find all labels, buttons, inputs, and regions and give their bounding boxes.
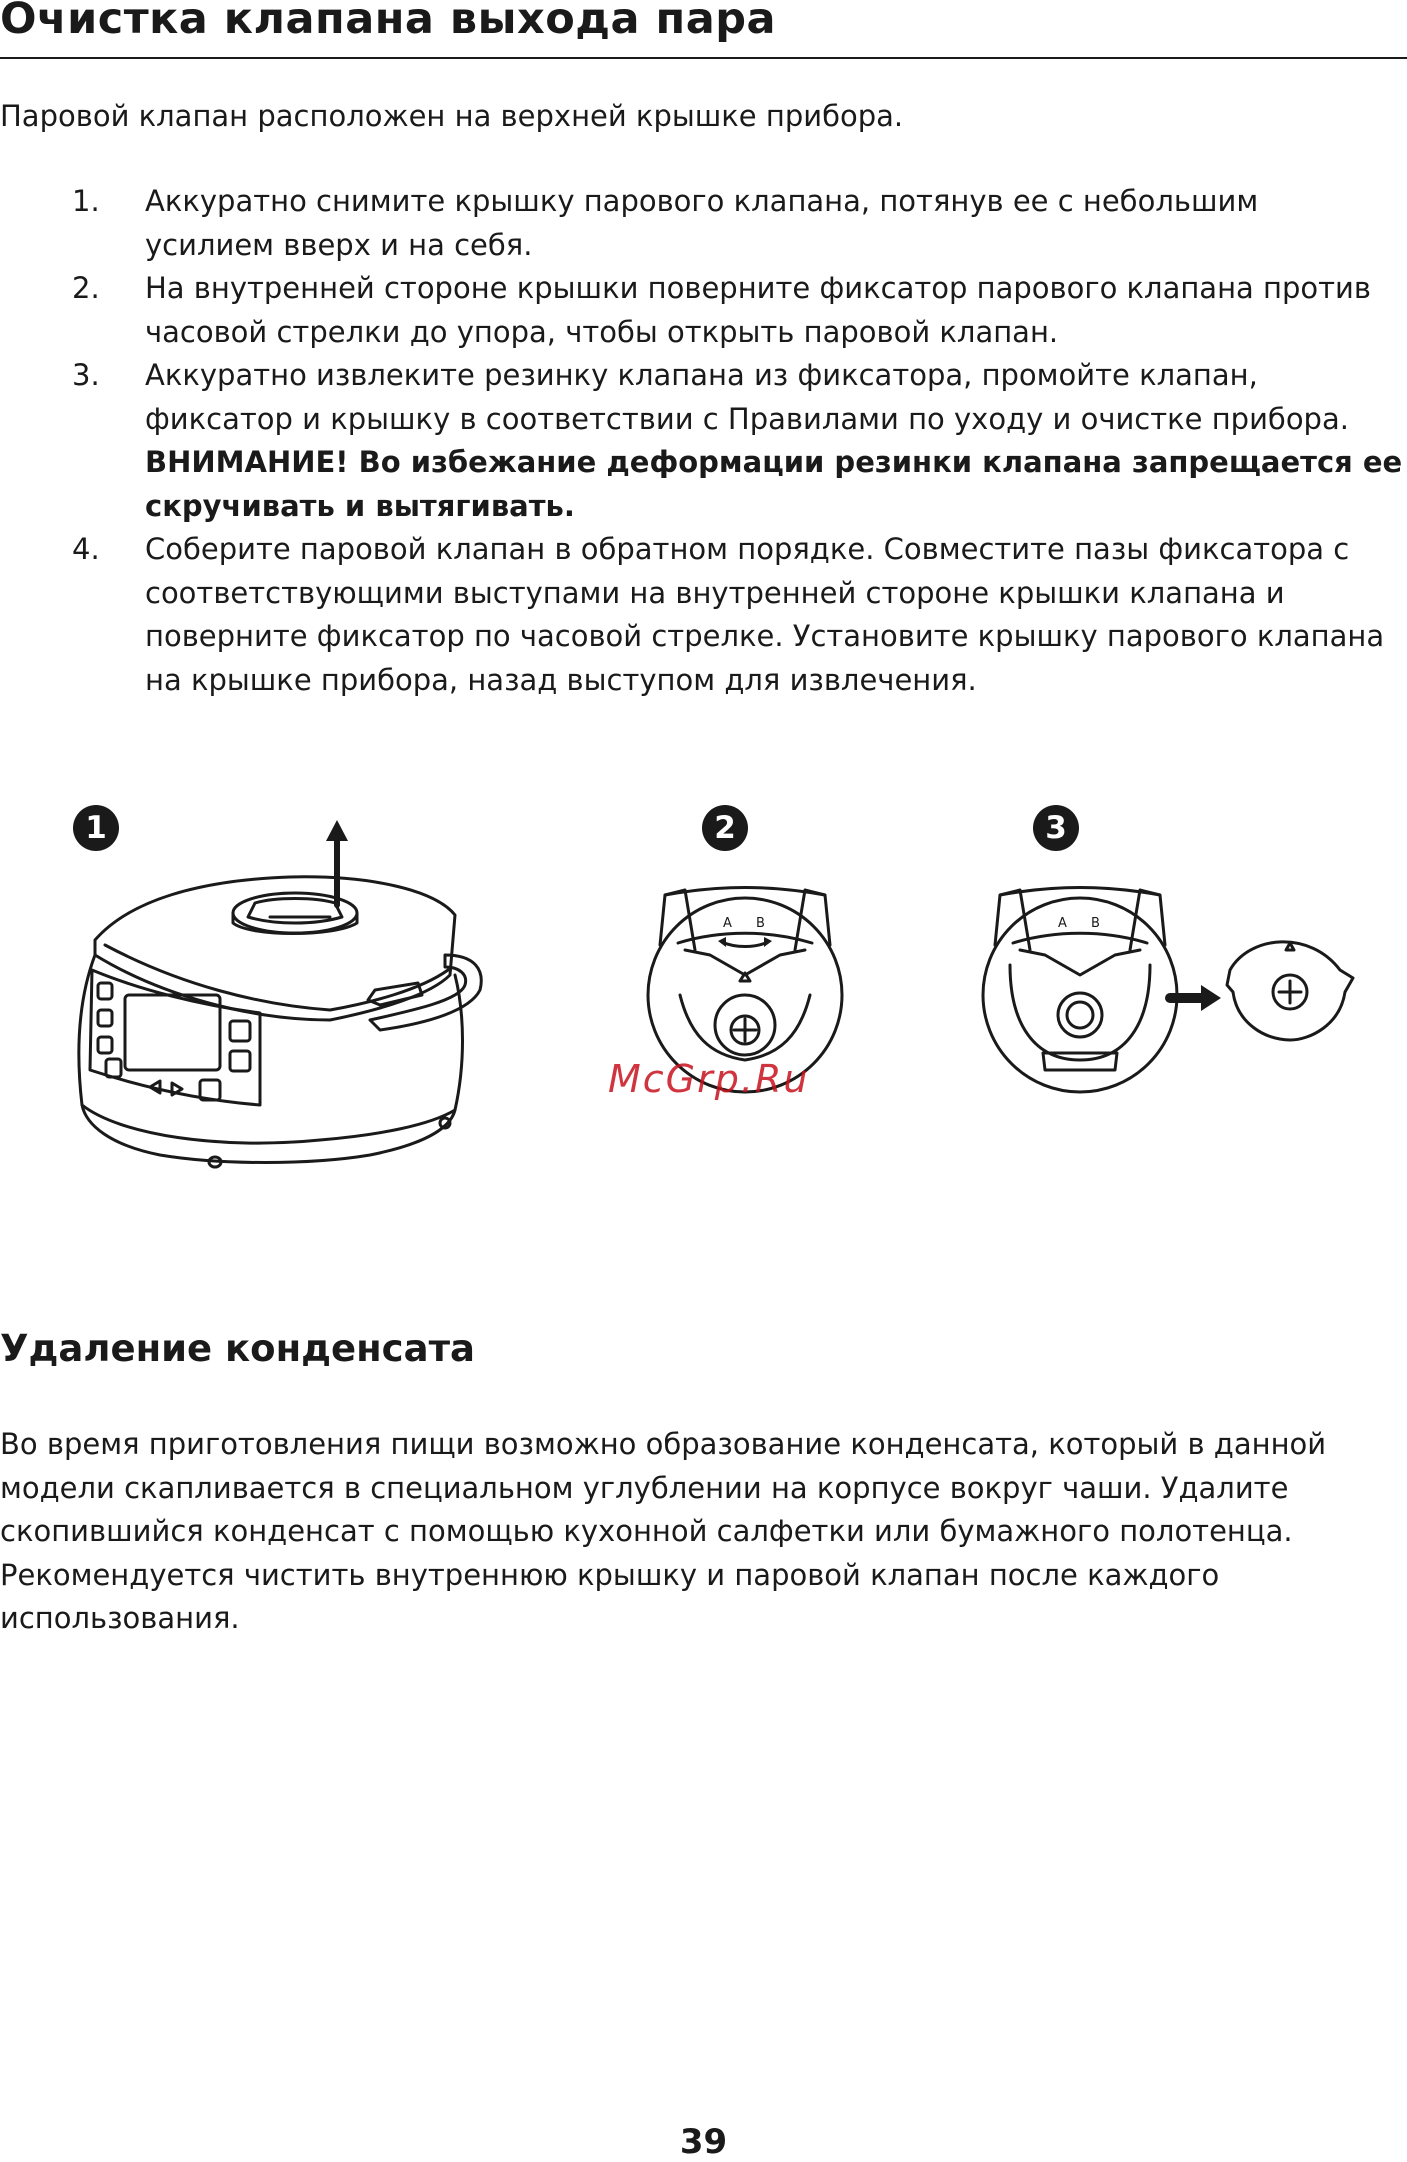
valve-cover-gasket-removal-illustration-icon: A B	[981, 886, 1355, 1094]
page-title: Очистка клапана выхода пара	[0, 0, 777, 44]
paragraph-line: Во время приготовления пищи возможно обр…	[0, 1427, 1327, 1461]
warning-text-line: скручивать и вытягивать.	[145, 488, 575, 523]
section-heading: Удаление конденсата	[0, 1327, 475, 1370]
svg-text:B: B	[756, 916, 765, 931]
step-text-line: Аккуратно снимите крышку парового клапан…	[145, 184, 1259, 218]
step-text-line: часовой стрелки до упора, чтобы открыть …	[145, 314, 1059, 349]
step-text-line: Аккуратно извлеките резинку клапана из ф…	[145, 358, 1258, 392]
section-paragraph: Во время приготовления пищи возможно обр…	[0, 1423, 1407, 1641]
step-number: 2.	[72, 271, 100, 305]
step-number: 4.	[72, 532, 100, 566]
step-text-line: Соберите паровой клапан в обратном поряд…	[145, 532, 1350, 566]
paragraph-line: скопившийся конденсат с помощью кухонной…	[0, 1514, 1293, 1548]
watermark: McGrp.Ru	[608, 1057, 810, 1101]
figure-badge-3: 3	[1033, 805, 1079, 851]
figures-area: 1 2 3	[0, 790, 1407, 1250]
multicooker-lid-removal-illustration-icon	[77, 820, 483, 1169]
steps-list: 1. Аккуратно снимите крышку парового кла…	[0, 180, 1407, 702]
step-number: 3.	[72, 358, 100, 392]
paragraph-line: Рекомендуется чистить внутреннюю крышку …	[0, 1557, 1220, 1592]
figure-badge-2: 2	[702, 805, 748, 851]
intro-text: Паровой клапан расположен на верхней кры…	[0, 99, 904, 133]
paragraph-line: использования.	[0, 1601, 240, 1635]
step-item: 2. На внутренней стороне крышки повернит…	[0, 267, 1407, 354]
svg-text:B: B	[1091, 916, 1100, 931]
step-item: 1. Аккуратно снимите крышку парового кла…	[0, 180, 1407, 267]
step-text-line: усилием вверх и на себя.	[145, 227, 533, 262]
paragraph-line: модели скапливается в специальном углубл…	[0, 1470, 1289, 1505]
step-item: 4. Соберите паровой клапан в обратном по…	[0, 528, 1407, 702]
step-text-line: фиксатор и крышку в соответствии с Прави…	[145, 401, 1349, 436]
step-item: 3. Аккуратно извлеките резинку клапана и…	[0, 354, 1407, 528]
valve-cover-inner-side-illustration-icon: A B	[646, 886, 844, 1094]
step-text-line: соответствующими выступами на внутренней…	[145, 575, 1285, 610]
step-text-line: на крышке прибора, назад выступом для из…	[145, 662, 977, 697]
figure-badge-1: 1	[73, 805, 119, 851]
step-text-line: На внутренней стороне крышки поверните ф…	[145, 271, 1371, 305]
warning-text-line: ВНИМАНИЕ! Во избежание деформации резинк…	[145, 445, 1403, 479]
page-number: 39	[679, 2122, 728, 2162]
step-text-line: поверните фиксатор по часовой стрелке. У…	[145, 619, 1385, 653]
title-underline	[0, 57, 1407, 59]
step-number: 1.	[72, 184, 100, 218]
svg-text:A: A	[1058, 916, 1067, 931]
svg-text:A: A	[723, 916, 732, 931]
